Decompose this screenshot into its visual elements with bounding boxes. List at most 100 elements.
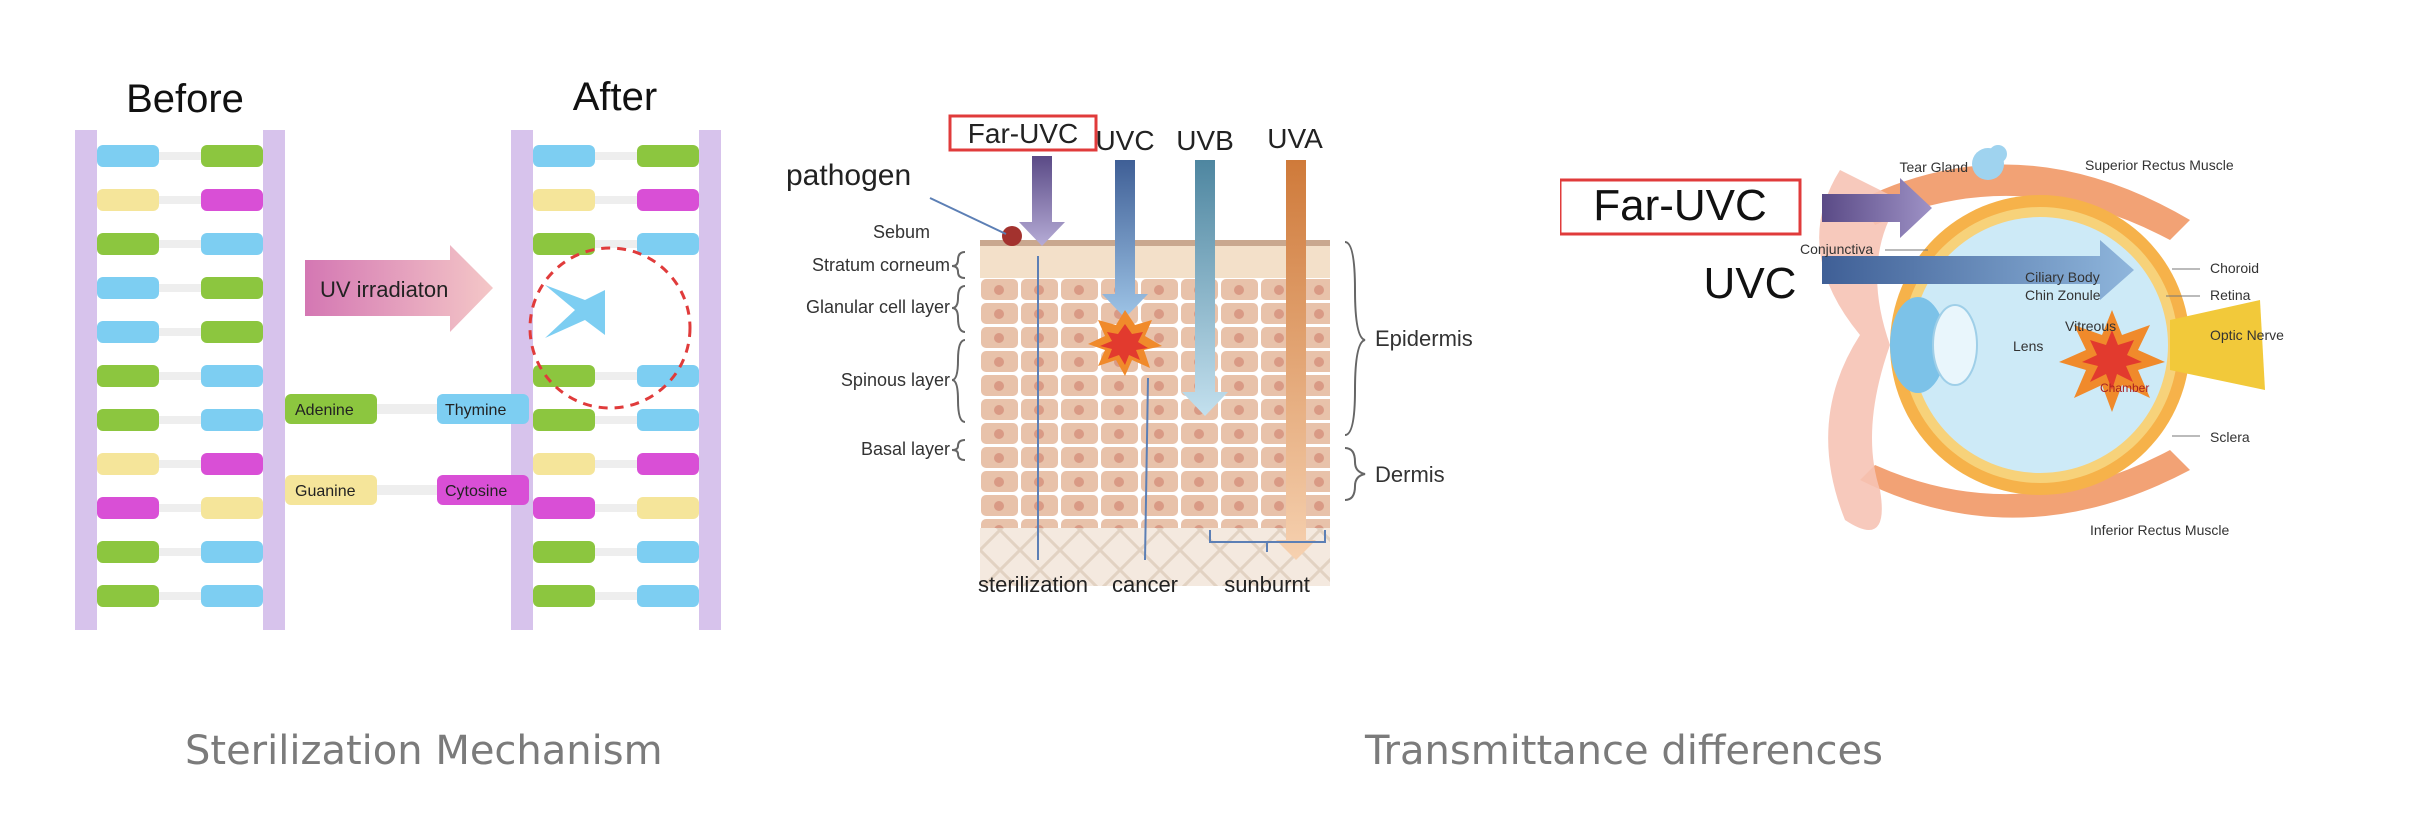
after-base-pairs [533,145,699,607]
cell-layers [980,278,1330,542]
far-uvc-highlight-box [948,114,1098,152]
eye-ray-label-far-uvc: Far-UVC [1593,181,1767,230]
cornea [1890,297,1946,393]
before-base-pairs [97,145,263,607]
before-label: Before [126,77,244,121]
base-pair [533,365,699,387]
effect-label-sunburnt: sunburnt [1224,572,1310,597]
base-pair [97,585,263,607]
before-backbone-left [75,130,97,630]
base-pair [97,453,263,475]
damage-burst-core [2082,330,2142,390]
ray-label-uvc: UVC [1095,125,1154,156]
label-optic-nerve: Optic Nerve [2210,327,2284,343]
base-pair [533,541,699,563]
layer-label-spinous: Spinous layer [841,370,950,390]
eye-label-leaders [1885,249,2200,437]
base-pair [97,321,263,343]
uvc-ray [1102,160,1148,318]
label-conjunctiva: Conjunctiva [1800,241,1873,257]
thymine-swatch [437,394,529,424]
cancer-pointer [1144,377,1149,561]
thymine-label: Thymine [445,402,506,419]
sebum-layer [980,240,1330,246]
after-label: After [573,75,657,119]
effect-label-sterilization: sterilization [978,572,1088,597]
ray-label-uva: UVA [1267,123,1323,154]
base-pair [533,585,699,607]
before-backbone-right [263,130,285,630]
after-backbone-left [511,130,533,630]
base-pair [533,233,699,255]
caption-sterilization-mechanism: Sterilization Mechanism [185,728,663,774]
cancer-burst-core [1100,324,1148,365]
base-pair [97,189,263,211]
eye-penetration-diagram: Far-UVC UVC Tear Gland Superior Rectus M… [1558,130,2320,570]
base-pair [97,277,263,299]
eye-anatomy-labels: Tear Gland Superior Rectus Muscle Conjun… [1800,157,2284,538]
label-chin-zonule: Chin Zonule [2025,287,2101,303]
lens [1932,304,1978,386]
optic-nerve [2170,300,2265,390]
uva-ray [1276,160,1316,560]
layer-label-granular: Glanular cell layer [806,297,950,317]
adenine-swatch [285,394,377,424]
base-pair [533,145,699,167]
base-pair [97,497,263,519]
label-ciliary-body: Ciliary Body [2025,269,2100,285]
inferior-rectus-muscle [1860,450,2190,518]
uv-arrow-label: UV irradiaton [320,277,448,302]
guanine-swatch [285,475,377,505]
base-pair [97,409,263,431]
label-chamber: Chamber [2100,381,2149,395]
ray-label-uvb: UVB [1176,125,1234,156]
cytosine-label: Cytosine [445,483,507,500]
pathogen-dot [1002,226,1022,246]
layer-label-stratum-corneum: Stratum corneum [812,255,950,275]
superior-rectus-muscle [1860,164,2190,240]
label-choroid: Choroid [2210,260,2259,276]
uvc-eye-ray [1822,240,2134,300]
after-backbone-right [699,130,721,630]
label-lens: Lens [2013,338,2043,354]
skin-svg: pathogen Far-UVC UVC UVB UVA Sebum Strat… [786,114,1473,597]
skin-penetration-diagram: pathogen Far-UVC UVC UVB UVA Sebum Strat… [780,110,1500,610]
ray-label-far-uvc: Far-UVC [968,118,1078,149]
cytosine-swatch [437,475,529,505]
pathogen-pointer [929,197,1007,235]
label-tear-gland: Tear Gland [1900,159,1968,175]
base-pair [533,189,699,211]
effect-label-cancer: cancer [1112,572,1178,597]
layer-label-sebum: Sebum [873,222,930,242]
tear-gland-lobe [1989,145,2007,163]
dna-sterilization-diagram: Before After UV irradiaton Adenine Thymi… [75,60,735,640]
base-pair [97,365,263,387]
dna-svg: Before After UV irradiaton Adenine Thymi… [75,75,721,630]
layer-labels: Sebum Stratum corneum Glanular cell laye… [806,222,966,461]
layer-label-basal: Basal layer [861,439,950,459]
far-uvc-ray [1019,156,1065,246]
stratum-corneum [980,246,1330,278]
adenine-label: Adenine [295,402,354,419]
eye-svg: Far-UVC UVC Tear Gland Superior Rectus M… [1558,145,2284,538]
eye-ray-label-uvc: UVC [1704,259,1797,308]
uv-irradiation-arrow [305,245,493,332]
base-pair [533,409,699,431]
label-superior-rectus: Superior Rectus Muscle [2085,157,2234,173]
damage-circle [528,246,692,410]
base-pair [97,145,263,167]
dermis-brace [1344,447,1366,501]
label-retina: Retina [2210,287,2251,303]
base-pair [533,453,699,475]
epidermis-brace [1344,241,1366,436]
far-uvc-eye-ray [1822,178,1932,238]
uvb-ray [1182,160,1228,416]
label-vitreous: Vitreous [2065,318,2116,334]
far-uvc-highlight-box [1558,178,1802,236]
base-pair [533,497,699,519]
legend-bond [377,404,437,414]
sunburnt-bracket [1209,530,1326,552]
region-label-dermis: Dermis [1375,462,1445,487]
caption-transmittance-differences: Transmittance differences [1365,728,1883,774]
label-sclera: Sclera [2210,429,2250,445]
